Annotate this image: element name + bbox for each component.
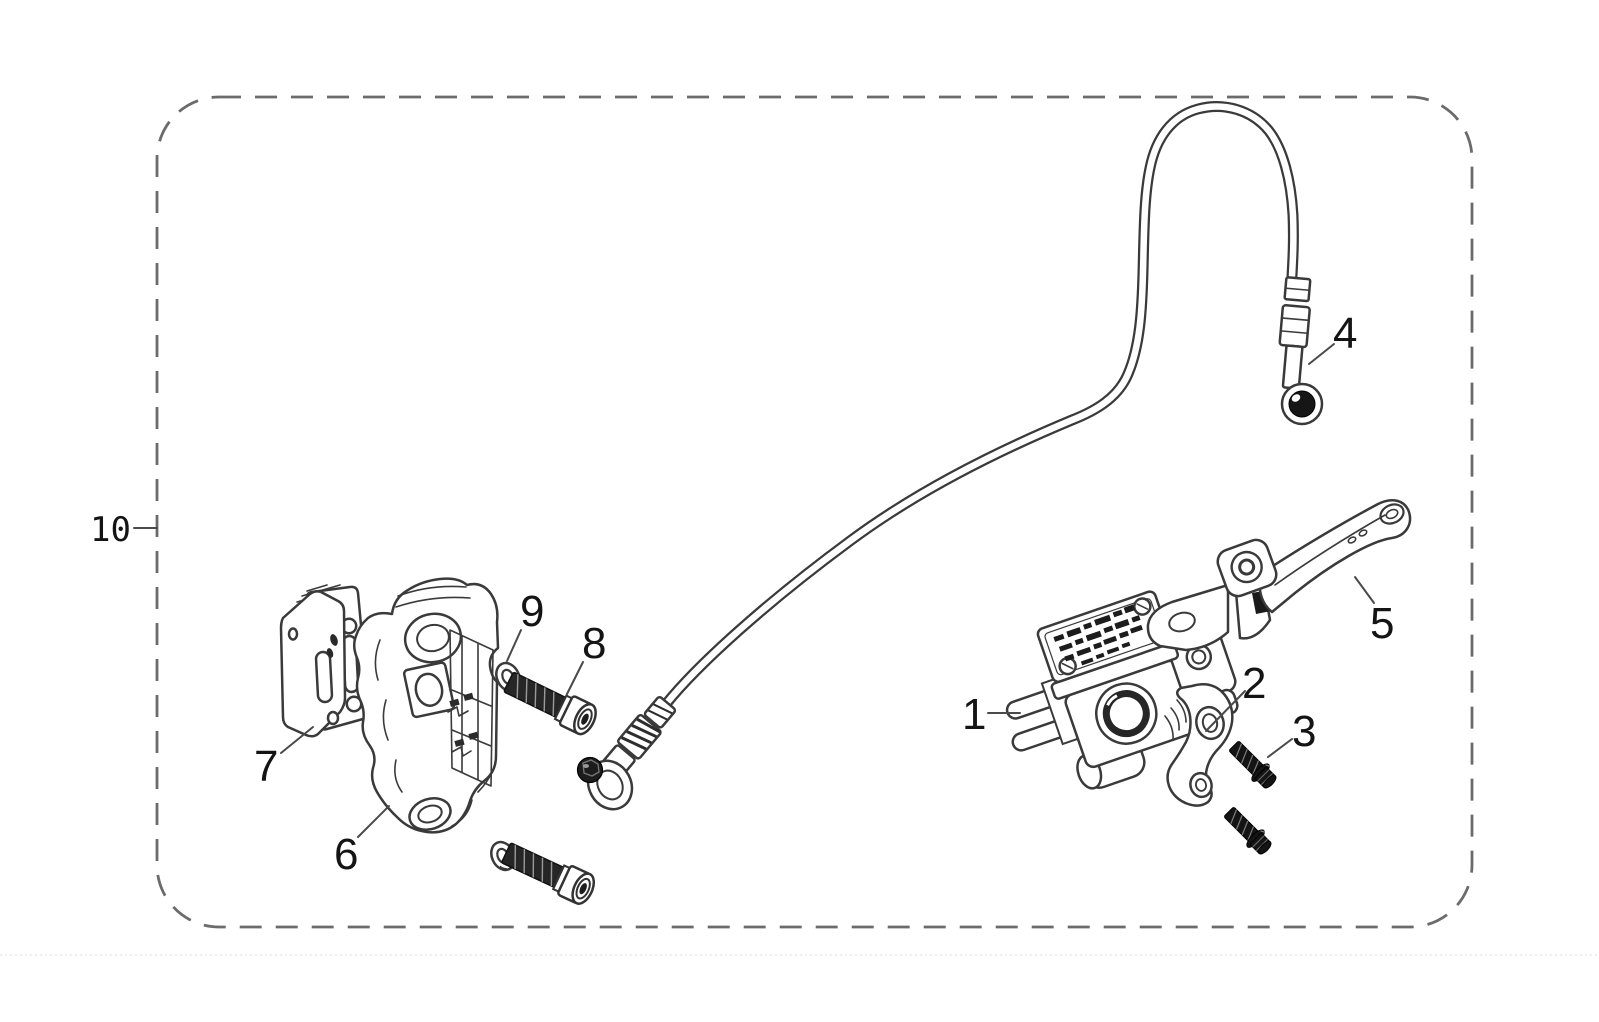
master-cylinder-part	[1005, 590, 1239, 790]
brake-pads-part	[279, 584, 371, 738]
callout-8-label: 8	[582, 619, 606, 668]
callout-1: 1	[962, 690, 1021, 739]
cap-warning-text-pattern	[1053, 604, 1143, 666]
callout-8: 8	[566, 619, 606, 695]
callout-7-label: 7	[254, 742, 278, 791]
callout-5: 5	[1354, 576, 1394, 648]
flange-bolt-part-lower	[1219, 802, 1276, 859]
callout-2-label: 2	[1242, 659, 1266, 708]
caliper-bolt-part-lower	[498, 837, 600, 909]
callout-3: 3	[1267, 707, 1316, 758]
callout-5-label: 5	[1370, 599, 1394, 648]
callout-9: 9	[506, 587, 544, 662]
master-cylinder-sight-glass	[1095, 682, 1158, 745]
reservoir-cap	[1036, 590, 1172, 683]
assembly-boundary-dashed-border	[155, 95, 1474, 929]
callout-8-leader	[566, 661, 584, 695]
callout-4-label: 4	[1333, 309, 1357, 358]
lever-inner-arm	[1146, 583, 1230, 652]
hose-fitting-lever-end	[1278, 276, 1312, 390]
callout-10: 10	[90, 510, 158, 550]
caliper-part	[353, 577, 500, 834]
callouts-layer: 1 2 3 4 5 6 7 8	[90, 309, 1394, 879]
hose-banjo-caliper-end	[576, 756, 634, 811]
caliper-piston-boss	[402, 661, 456, 719]
caliper-pad-springs	[447, 692, 479, 757]
hose-tube-inner	[662, 103, 1297, 708]
callout-7-leader	[280, 726, 314, 754]
callout-6: 6	[334, 805, 390, 879]
lever-pivot-boss	[1216, 538, 1278, 598]
callout-4: 4	[1308, 309, 1357, 365]
callout-7: 7	[254, 726, 314, 791]
flange-bolt-part-upper	[1224, 736, 1281, 793]
callout-1-label: 1	[962, 690, 986, 739]
pad-front-plate	[279, 590, 347, 738]
callout-2: 2	[1205, 659, 1266, 732]
callout-3-label: 3	[1292, 707, 1316, 756]
callout-6-leader	[357, 805, 390, 838]
lever-part	[1146, 499, 1412, 652]
caliper-top-eye	[403, 612, 463, 664]
caliper-bottom-eye	[408, 797, 452, 831]
callout-3-leader	[1267, 738, 1293, 758]
callout-4-leader	[1308, 343, 1335, 365]
clamp-part	[1164, 683, 1234, 807]
callout-5-leader	[1354, 576, 1375, 604]
clamp-bottom-hole	[1189, 771, 1213, 799]
callout-9-leader	[506, 629, 522, 662]
callout-9-label: 9	[520, 587, 544, 636]
callout-10-label: 10	[90, 510, 131, 550]
callout-2-leader	[1205, 690, 1246, 732]
caliper-bolt-part-upper	[500, 666, 602, 739]
lever-tip-ring	[1379, 503, 1405, 525]
hose-banjo-lever-end	[1280, 382, 1324, 426]
lever-blade	[1258, 499, 1412, 614]
caliper-frame-window	[449, 629, 494, 787]
banjo-bolt-head	[576, 756, 604, 784]
assembly-boundary	[155, 95, 1474, 929]
callout-6-label: 6	[334, 830, 358, 879]
brake-hose-part	[576, 101, 1324, 811]
hose-crimp-collar	[601, 695, 677, 779]
